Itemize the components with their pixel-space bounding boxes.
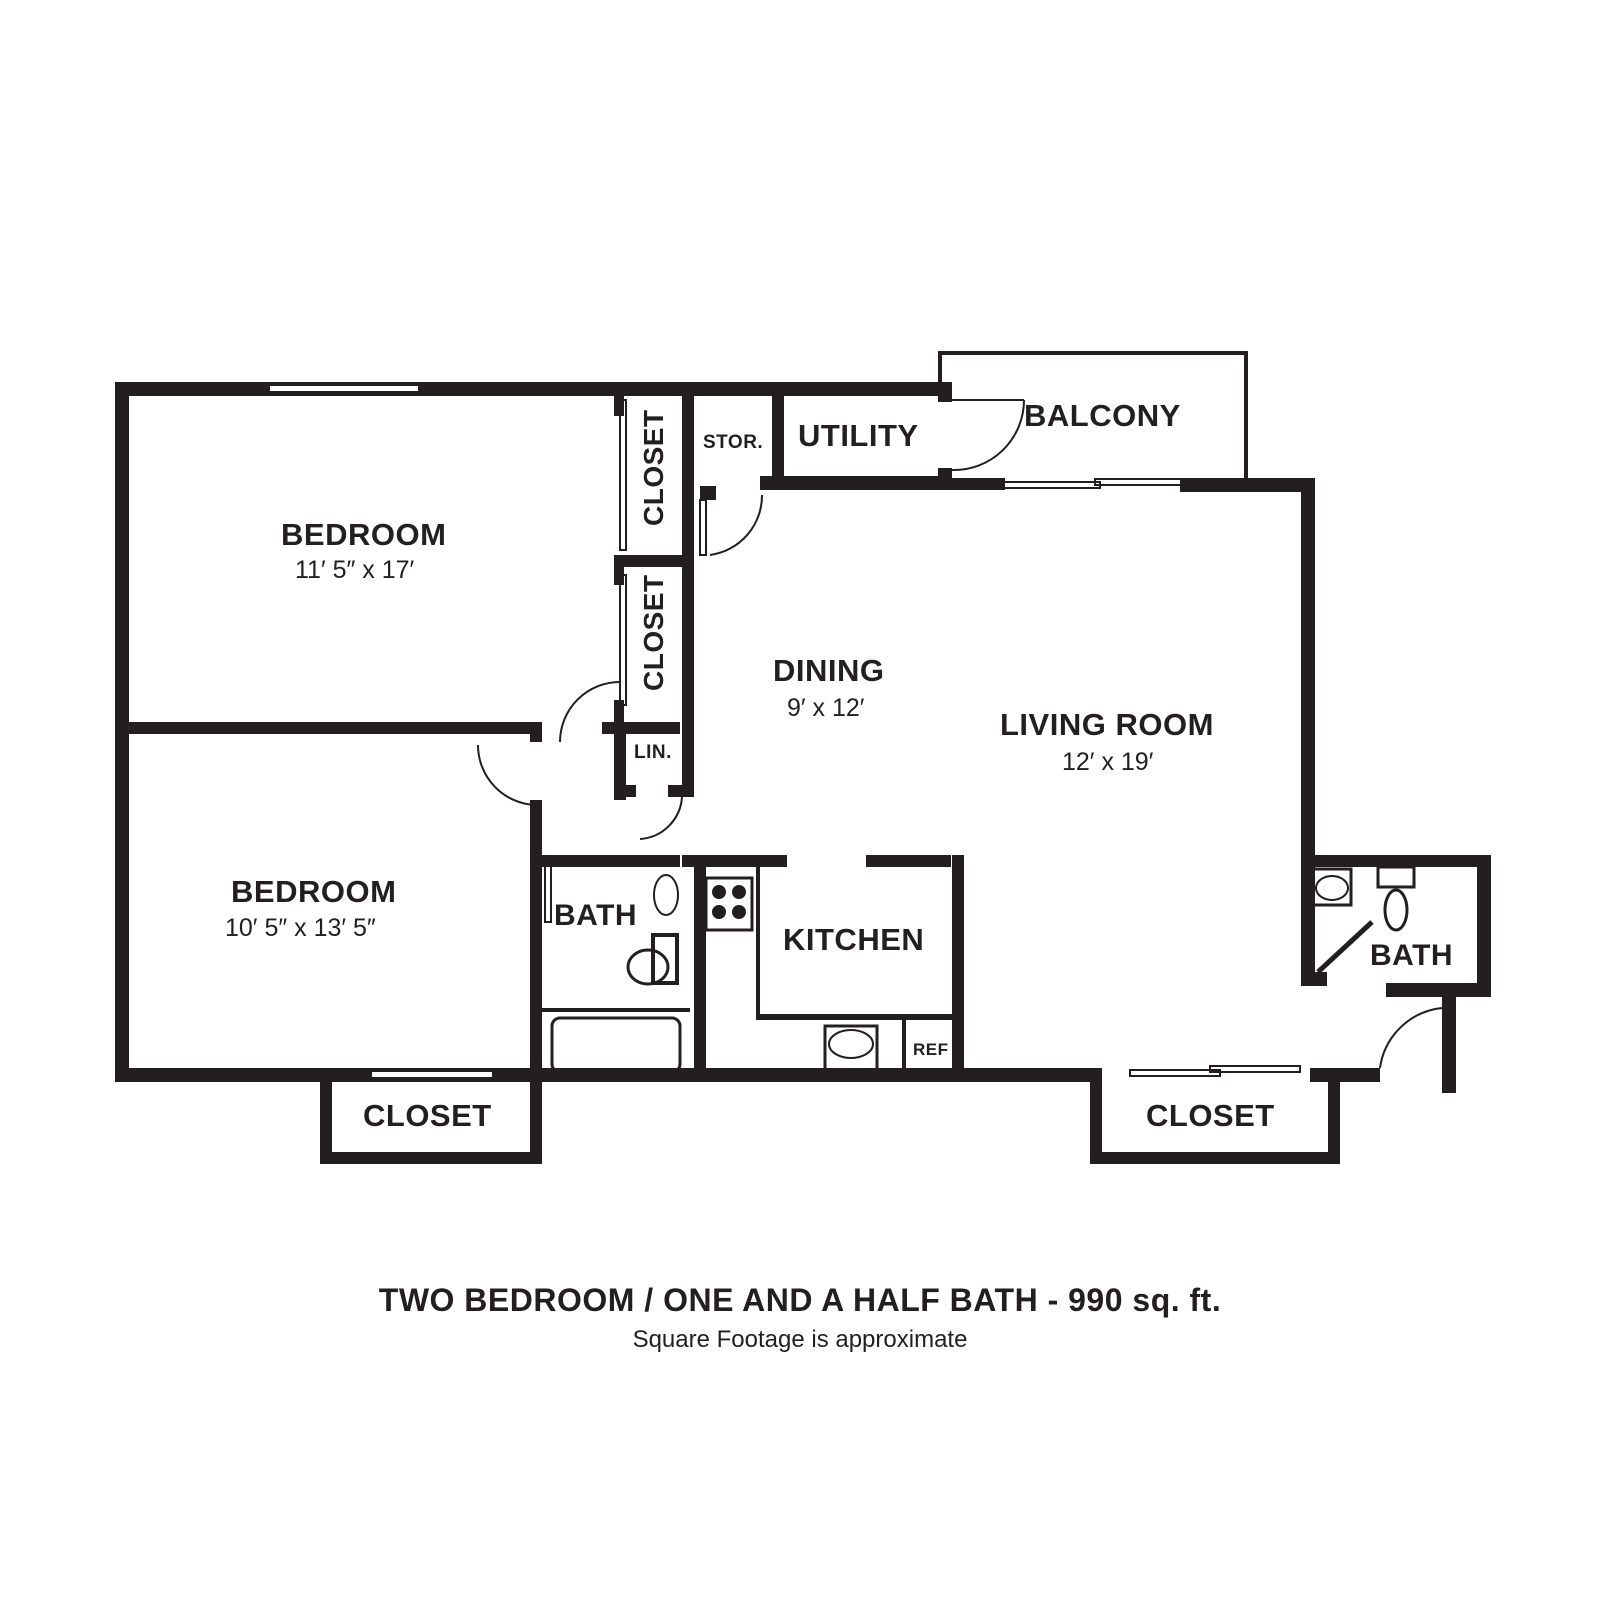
- closet-bedroom-2-label: CLOSET: [363, 1098, 492, 1133]
- plan-title: TWO BEDROOM / ONE AND A HALF BATH - 990 …: [378, 1282, 1222, 1318]
- wall: [115, 382, 945, 396]
- utility-label: UTILITY: [798, 418, 919, 453]
- closet-upper-label: CLOSET: [638, 409, 669, 526]
- plan-subtitle: Square Footage is approximate: [632, 1326, 968, 1353]
- balcony-label: BALCONY: [1024, 398, 1181, 433]
- bath-half-label: BATH: [1370, 939, 1454, 972]
- dining-label: DINING: [773, 653, 885, 688]
- living-room-dimensions: 12′ x 19′: [1062, 748, 1154, 776]
- storage-label: STOR.: [703, 432, 764, 453]
- closet-living-label: CLOSET: [1146, 1098, 1275, 1133]
- bedroom-1-dimensions: 11′ 5″ x 17′: [295, 556, 415, 584]
- bedroom-1-label: BEDROOM: [281, 517, 447, 552]
- kitchen-label: KITCHEN: [783, 922, 925, 957]
- bath-full-label: BATH: [554, 899, 638, 932]
- wall: [115, 722, 540, 734]
- wall: [115, 1068, 1015, 1082]
- refrigerator-label: REF: [913, 1040, 949, 1059]
- living-room-label: LIVING ROOM: [1000, 707, 1214, 742]
- dining-dimensions: 9′ x 12′: [787, 694, 865, 722]
- bedroom-2-label: BEDROOM: [231, 874, 397, 909]
- linen-label: LIN.: [634, 742, 672, 763]
- closet-middle-label: CLOSET: [638, 574, 669, 691]
- bedroom-2-dimensions: 10′ 5″ x 13′ 5″: [225, 914, 376, 942]
